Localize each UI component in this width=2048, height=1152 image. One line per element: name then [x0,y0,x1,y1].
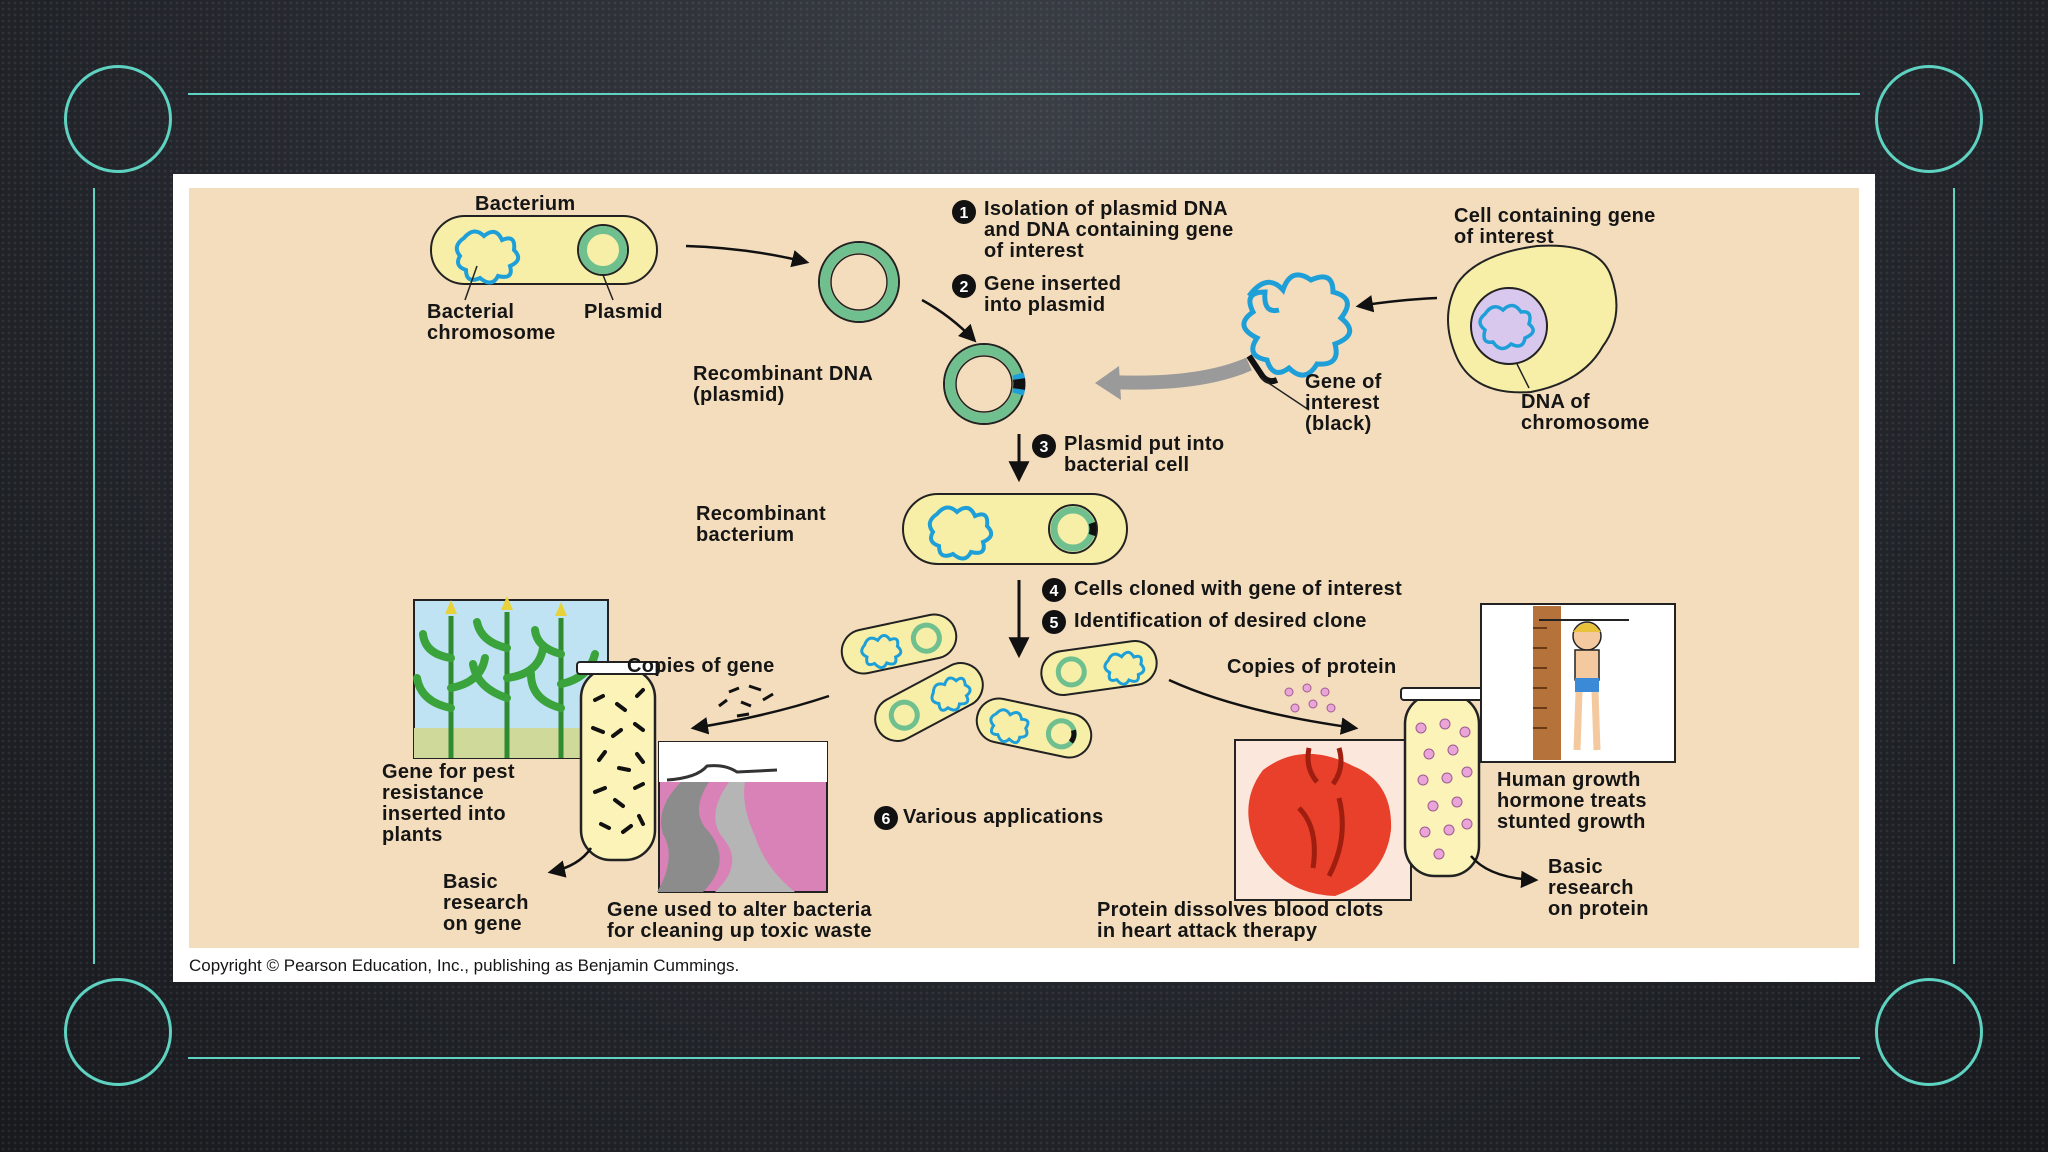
gene-copies [718,684,774,718]
label-recombinant-bacterium: Recombinant bacterium [696,503,826,546]
arrow-to-recombinant [921,298,977,343]
arrow-basic-research-gene [547,847,593,878]
label-cell-containing-gene: Cell containing gene of interest [1454,205,1656,248]
label-step2: Gene inserted into plasmid [984,273,1122,316]
test-tube-genes [576,661,660,862]
label-step3: Plasmid put into bacterial cell [1064,433,1225,476]
label-human-growth-hormone: Human growth hormone treats stunted grow… [1497,769,1647,833]
label-step5: Identification of desired clone [1074,610,1367,632]
donor-cell [1447,244,1618,394]
step-badge-4: 4 [1042,578,1066,602]
frame-circle-top-right [1875,65,1983,173]
cloned-bacteria [840,613,1158,759]
frame-line-left [93,188,95,964]
label-step4: Cells cloned with gene of interest [1074,578,1403,600]
toxic-waste-picture [657,741,828,893]
step-badge-2: 2 [952,274,976,298]
label-step1: Isolation of plasmid DNA and DNA contain… [984,198,1234,262]
frame-line-top [188,93,1860,95]
heart-picture [1234,739,1412,901]
label-dna-of-chromosome: DNA of chromosome [1521,391,1650,434]
test-tube-proteins [1400,687,1484,878]
bacterium-cell [430,215,658,301]
gray-insertion-arrow [1108,357,1252,390]
recombinant-plasmid [943,343,1026,425]
genetic-engineering-diagram: 1 2 3 4 5 6 Bacterium Bacterial chromoso… [189,188,1859,948]
frame-line-bottom [188,1057,1860,1059]
arrow-basic-research-protein [1470,855,1539,889]
label-basic-research-gene: Basic research on gene [443,871,529,935]
growth-hormone-picture [1480,603,1676,763]
frame-line-right [1953,188,1955,964]
label-bacterium: Bacterium [475,193,576,215]
label-copies-of-gene: Copies of gene [627,655,775,677]
frame-circle-bottom-left [64,978,172,1086]
step-number-5: 5 [1050,615,1059,632]
step-badge-1: 1 [952,200,976,224]
copyright-notice: Copyright © Pearson Education, Inc., pub… [189,956,740,975]
step-number-6: 6 [882,811,891,828]
label-recombinant-dna: Recombinant DNA (plasmid) [693,363,874,406]
arrow-to-protein-applications [1168,678,1359,735]
step-number-3: 3 [1040,439,1049,456]
step-badge-5: 5 [1042,610,1066,634]
slide-image-card: 1 2 3 4 5 6 Bacterium Bacterial chromoso… [173,174,1875,982]
label-gene-toxic-waste: Gene used to alter bacteria for cleaning… [607,899,872,942]
isolated-plasmid [818,241,900,323]
step-badge-6: 6 [874,806,898,830]
frame-circle-top-left [64,65,172,173]
diagram-artwork: 1 2 3 4 5 6 [413,200,1676,901]
arrow-to-plasmid [685,244,810,268]
label-copies-of-protein: Copies of protein [1227,656,1397,678]
step-number-1: 1 [960,205,969,222]
protein-copies [1284,683,1336,713]
label-step6: Various applications [903,806,1104,828]
gray-insertion-arrowhead [1095,366,1121,400]
arrow-to-gene-applications [690,694,830,735]
label-gene-pest-resistance: Gene for pest resistance inserted into p… [382,761,515,846]
arrow-to-dna-strand [1355,295,1438,313]
step-badge-3: 3 [1032,434,1056,458]
dna-strand [1241,272,1353,411]
step-number-2: 2 [960,279,969,296]
label-plasmid: Plasmid [584,301,663,323]
label-bacterial-chromosome: Bacterial chromosome [427,301,556,344]
step-badges: 1 2 3 4 5 6 [874,200,1066,830]
step-number-4: 4 [1050,583,1059,600]
corn-plants-picture [413,596,609,759]
label-protein-blood-clots: Protein dissolves blood clots in heart a… [1097,899,1384,942]
recombinant-bacterium-cell [902,493,1128,565]
frame-circle-bottom-right [1875,978,1983,1086]
label-basic-research-protein: Basic research on protein [1548,856,1649,920]
label-gene-of-interest: Gene of interest (black) [1305,371,1382,435]
